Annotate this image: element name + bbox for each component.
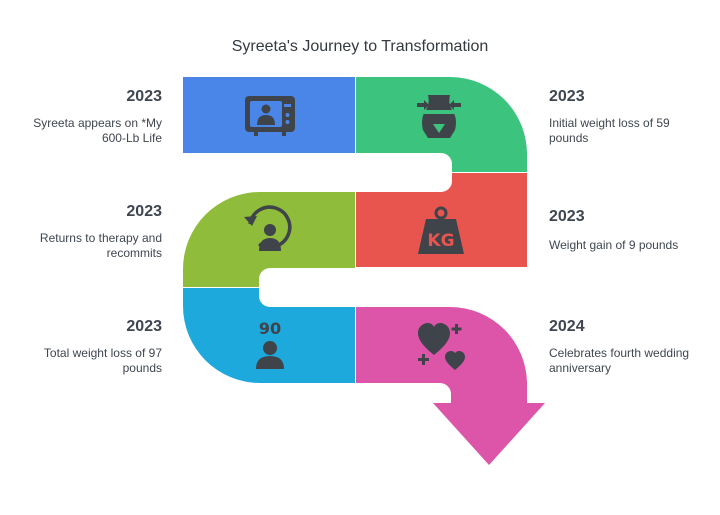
milestone-1-text: Syreeta appears on *My 600-Lb Life xyxy=(33,116,162,145)
milestone-4-year: 2023 xyxy=(126,203,162,220)
kg-weight-icon: KG xyxy=(418,206,464,254)
person-cycle-icon xyxy=(244,205,292,251)
milestone-1-year: 2023 xyxy=(126,88,162,105)
milestone-4-text: Returns to therapy and recommits xyxy=(39,231,162,260)
segment-cyan xyxy=(183,288,355,383)
kg-label: KG xyxy=(427,231,454,251)
milestone-2-text: Initial weight loss of 59 pounds xyxy=(549,116,670,145)
person-ninety-icon: 90 xyxy=(256,319,284,369)
milestone-5-text: Total weight loss of 97 pounds xyxy=(43,346,162,375)
waist-measure-icon xyxy=(417,95,461,138)
hearts-icon xyxy=(418,323,465,370)
ninety-label: 90 xyxy=(259,319,281,338)
milestone-2-year: 2023 xyxy=(549,88,585,105)
milestone-5-year: 2023 xyxy=(126,318,162,335)
segment-pink-arrow xyxy=(356,307,545,465)
milestone-6-year: 2024 xyxy=(549,318,585,335)
milestone-3-text: Weight gain of 9 pounds xyxy=(549,238,679,252)
milestone-3-year: 2023 xyxy=(549,208,585,225)
tv-presenter-icon xyxy=(245,96,295,136)
title: Syreeta's Journey to Transformation xyxy=(231,38,489,55)
milestone-6-text: Celebrates fourth wedding anniversary xyxy=(549,346,690,375)
